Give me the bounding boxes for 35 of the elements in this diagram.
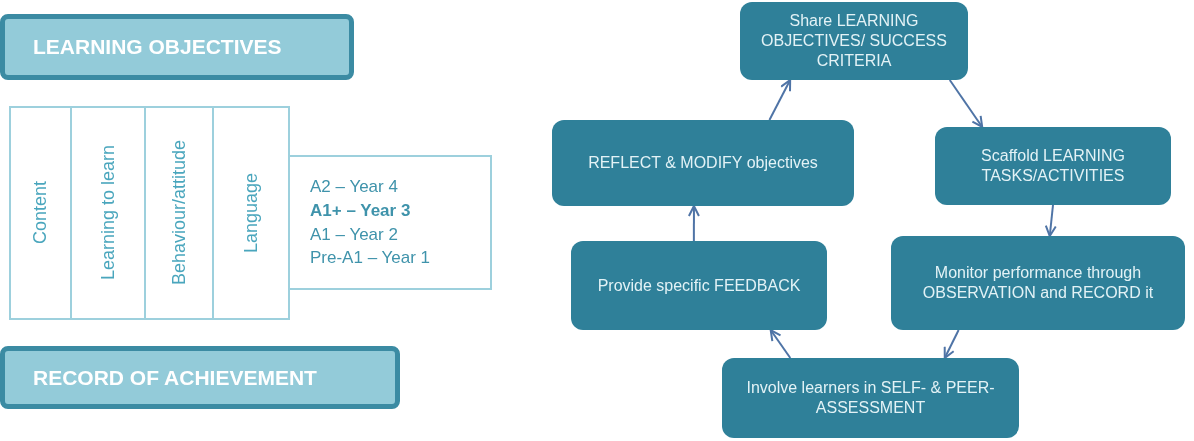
column-label: Content (30, 181, 51, 245)
table-column (70, 106, 146, 320)
heading-banner (0, 346, 400, 409)
step-text: Share LEARNING OBJECTIVES/ SUCCESS CRITERIA (760, 11, 948, 71)
process-box (740, 2, 968, 80)
process-box (722, 358, 1019, 438)
arrow (768, 79, 792, 121)
arrow (948, 79, 984, 128)
process-box (552, 120, 854, 206)
step-text: Monitor performance through OBSERVATION and RECORD it (921, 263, 1155, 303)
level-label: A2 – Year 4 (310, 175, 398, 198)
heading-text: LEARNING OBJECTIVES (33, 35, 282, 59)
arrow (687, 205, 700, 242)
level-label: A1 – Year 2 (310, 223, 398, 246)
table-column (144, 106, 214, 320)
process-box (571, 241, 827, 330)
step-text: Involve learners in SELF- & PEER-ASSESSMENT (745, 378, 996, 418)
step-text: REFLECT & MODIFY objectives (588, 153, 818, 173)
arrow (943, 329, 960, 359)
level-label: Pre-A1 – Year 1 (310, 247, 431, 270)
heading-banner (0, 14, 354, 80)
arrow (1044, 204, 1057, 237)
column-label: Behaviour/attitude (168, 140, 190, 286)
level-label: A1+ – Year 3 (310, 199, 411, 222)
step-text: Provide specific FEEDBACK (597, 275, 801, 296)
process-box (891, 236, 1185, 330)
step-text: Scaffold LEARNING TASKS/ACTIVITIES (980, 146, 1126, 186)
table-column (9, 106, 72, 320)
process-box (935, 127, 1171, 205)
table-column (212, 106, 290, 320)
column-label: Learning to learn (97, 145, 119, 281)
arrow (769, 329, 792, 359)
heading-text: RECORD OF ACHIEVEMENT (33, 365, 317, 390)
column-label: Language (240, 172, 262, 254)
level-list-box (288, 155, 492, 290)
